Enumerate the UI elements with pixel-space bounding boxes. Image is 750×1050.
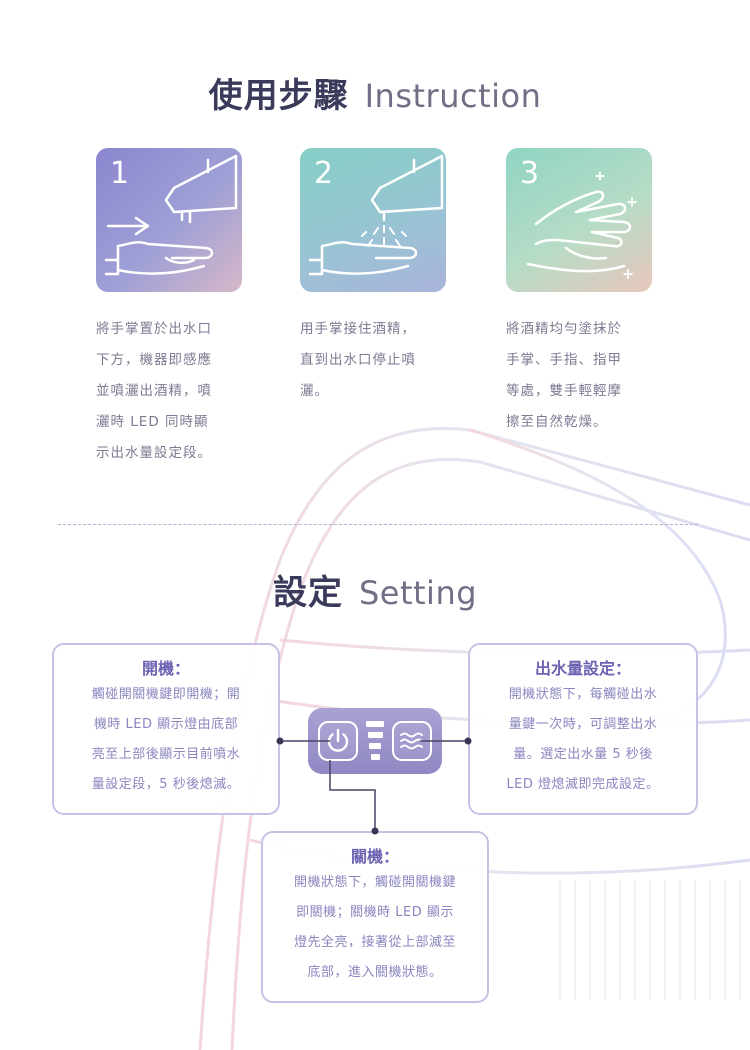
section-divider <box>58 524 698 525</box>
text-line: 手掌、手指、指甲 <box>506 352 622 368</box>
text-line: 機時 LED 顯示燈由底部 <box>93 717 239 732</box>
text-line: 開機狀態下，每觸碰出水 <box>508 687 658 702</box>
text-line: 燈先全亮，接著從上部滅至 <box>293 935 456 950</box>
led-level-bar <box>370 754 380 760</box>
step-number-2: 2 <box>314 156 334 191</box>
step-card-2: 2 <box>300 148 446 292</box>
text-line: 並噴灑出酒精，噴 <box>96 383 212 399</box>
instruction-title-en: Instruction <box>364 77 542 115</box>
step-description-3: 將酒精均勻塗抹於 手掌、手指、指甲 等處，雙手輕輕摩 擦至自然乾燥。 <box>506 314 666 438</box>
text-line: 觸碰開關機鍵即開機；開 <box>91 687 241 702</box>
text-line: 即關機；關機時 LED 顯示 <box>296 905 454 920</box>
instruction-heading: 使用步驟 Instruction <box>0 68 750 117</box>
led-level-bar <box>369 743 381 749</box>
setting-title-en: Setting <box>358 574 478 612</box>
output-setting-description: 開機狀態下，每觸碰出水 量鍵一次時，可調整出水 量。選定出水量 5 秒後 LED… <box>470 680 696 800</box>
output-setting-info-box: 出水量設定： 開機狀態下，每觸碰出水 量鍵一次時，可調整出水 量。選定出水量 5… <box>468 643 698 815</box>
text-line: 灑時 LED 同時顯 <box>96 414 209 430</box>
led-level-indicator <box>366 720 384 764</box>
step-number-3: 3 <box>520 156 540 191</box>
text-line: 量。選定出水量 5 秒後 <box>513 747 653 762</box>
power-off-description: 開機狀態下，觸碰開關機鍵 即關機；關機時 LED 顯示 燈先全亮，接著從上部滅至… <box>263 868 487 988</box>
hand-under-dispenser-icon <box>104 154 238 276</box>
led-level-bar <box>366 721 384 727</box>
instruction-title-zh: 使用步驟 <box>208 76 349 116</box>
power-on-description: 觸碰開關機鍵即開機；開 機時 LED 顯示燈由底部 亮至上部後顯示目前噴水 量設… <box>54 680 278 800</box>
led-level-bar <box>367 732 383 738</box>
setting-title-zh: 設定 <box>272 573 343 613</box>
text-line: 量設定段，5 秒後熄滅。 <box>91 777 241 792</box>
text-line: 將酒精均勻塗抹於 <box>506 321 622 337</box>
text-line: 下方，機器即感應 <box>96 352 212 368</box>
text-line: 灑。 <box>300 383 329 399</box>
step-card-1: 1 <box>96 148 242 292</box>
power-on-title: 開機： <box>141 659 190 678</box>
text-line: 直到出水口停止噴 <box>300 352 416 368</box>
hand-catching-spray-icon <box>308 154 444 276</box>
power-off-info-box: 關機： 開機狀態下，觸碰開關機鍵 即關機；關機時 LED 顯示 燈先全亮，接著從… <box>261 831 489 1003</box>
text-line: 量鍵一次時，可調整出水 <box>508 717 658 732</box>
power-icon <box>327 728 349 752</box>
text-line: 開機狀態下，觸碰開關機鍵 <box>293 875 456 890</box>
text-line: 亮至上部後顯示目前噴水 <box>91 747 241 762</box>
text-line: 示出水量設定段。 <box>96 445 212 461</box>
water-wave-icon <box>400 732 423 750</box>
text-line: LED 燈熄滅即完成設定。 <box>506 777 660 792</box>
setting-heading: 設定 Setting <box>0 565 750 614</box>
step-description-2: 用手掌接住酒精， 直到出水口停止噴 灑。 <box>300 314 460 407</box>
power-on-info-box: 開機： 觸碰開關機鍵即開機；開 機時 LED 顯示燈由底部 亮至上部後顯示目前噴… <box>52 643 280 815</box>
text-line: 用手掌接住酒精， <box>300 321 416 337</box>
output-setting-title: 出水量設定： <box>534 659 631 678</box>
text-line: 將手掌置於出水口 <box>96 321 212 337</box>
step-description-1: 將手掌置於出水口 下方，機器即感應 並噴灑出酒精，噴 灑時 LED 同時顯 示出… <box>96 314 256 469</box>
text-line: 擦至自然乾燥。 <box>506 414 608 430</box>
text-line: 底部，進入關機狀態。 <box>307 965 443 980</box>
step-number-1: 1 <box>110 156 130 191</box>
rubbing-hands-icon <box>526 171 637 279</box>
power-off-title: 關機： <box>350 847 399 866</box>
step-card-3: 3 <box>506 148 652 292</box>
text-line: 等處，雙手輕輕摩 <box>506 383 622 399</box>
